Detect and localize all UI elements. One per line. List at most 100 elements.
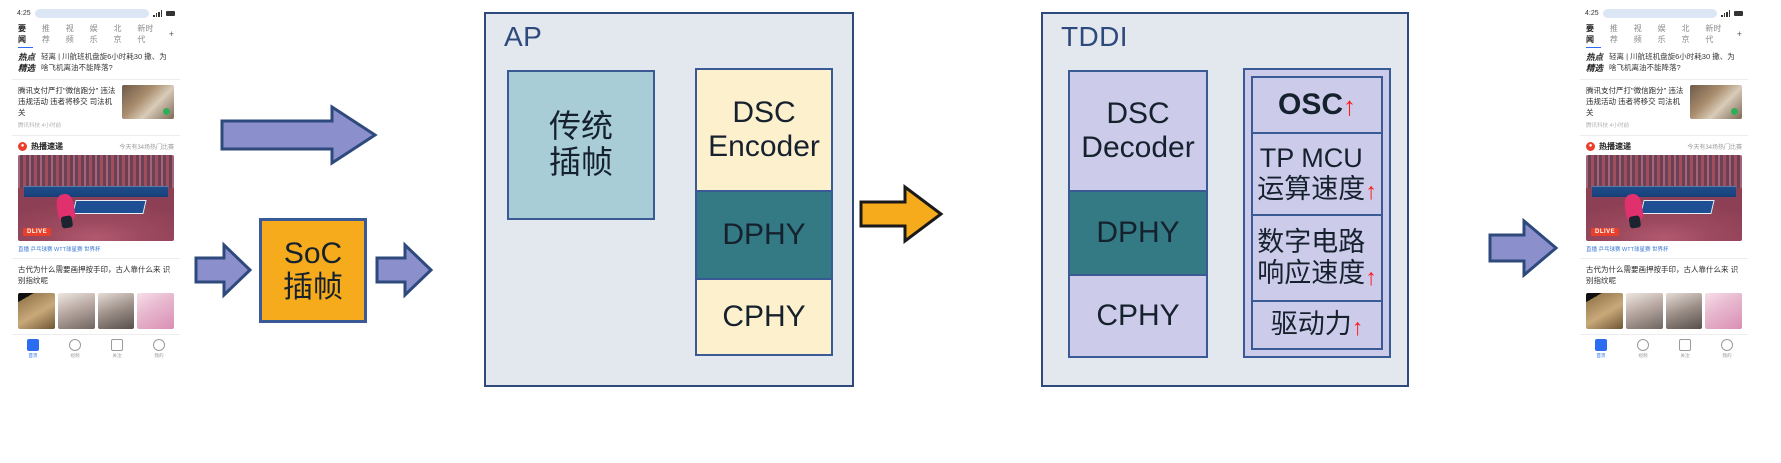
news-item-1-title-out: 腾讯支付严打"微信跑分" 违法违规活动 违者将移交 司法机关 [1586,85,1684,118]
tab-yaowen-out[interactable]: 要闻 [1586,23,1601,48]
thumb-3 [97,293,135,330]
video-table-layer-out [1640,199,1715,214]
add-tab-icon-out[interactable]: + [1736,29,1742,39]
soc-frame-interpolation-block[interactable]: SoC 插帧 [259,218,367,323]
nav-home-label-out: 首页 [1596,353,1606,358]
news-item-1-body-out: 腾讯支付严打"微信跑分" 违法违规活动 违者将移交 司法机关 腾讯科技 4小时前 [1586,85,1685,130]
nav-video-out[interactable]: 视频 [1637,339,1649,358]
news-item-1-meta-out: 腾讯科技 4小时前 [1586,122,1630,129]
tab-beijing-out[interactable]: 北京 [1681,24,1690,44]
tddi-dsc-decoder-block[interactable]: DSC Decoder [1070,72,1206,192]
nav-profile-label-out: 我的 [1722,353,1732,358]
ap-dphy-block[interactable]: DPHY [697,192,831,280]
tddi-phy-stack: DSC Decoder DPHY CPHY [1068,70,1208,358]
signal-icon-out [1721,10,1730,17]
hot-badge: 热点 精选 [18,52,36,74]
tab-yule-out[interactable]: 娱乐 [1657,24,1666,44]
tab-tuijian-out[interactable]: 推荐 [1609,24,1618,44]
feature-drive-capability[interactable]: 驱动力↑ [1251,300,1383,350]
phone-input-screenshot: 4:25 要闻 推荐 视频 娱乐 北京 新时代 + 热点 精选 轻离 | 川航班… [12,6,180,358]
news-item-1-body: 腾讯支付严打"微信跑分" 违法违规活动 违者将移交 司法机关 腾讯科技 4小时前 [18,85,117,130]
nav-follow-label-out: 关注 [1680,353,1690,358]
nav-home[interactable]: 首页 [27,339,39,358]
profile-icon-out [1721,339,1733,352]
nav-profile-out[interactable]: 我的 [1721,339,1733,358]
news-item-2-title-out: 古代为什么需要画押按手印，古人靠什么来 识别指纹呢 [1586,264,1739,286]
phone-bottom-nav[interactable]: 首页 视频 关注 我的 [12,334,180,358]
battery-icon-out [1734,10,1743,16]
tddi-cphy-block[interactable]: CPHY [1070,276,1206,356]
status-bar-out: 4:25 [1580,6,1748,20]
video-player-layer [55,193,77,222]
nav-follow-out[interactable]: 关注 [1679,339,1691,358]
live-section-count-out: 今天有34场热门比赛 [1687,144,1742,151]
news-item-1-meta: 腾讯科技 4小时前 [18,122,62,129]
live-video-thumbnail[interactable]: DLIVE [18,154,174,241]
live-section-count: 今天有34场热门比赛 [119,144,174,151]
nav-follow[interactable]: 关注 [111,339,123,358]
thumb-1-out [1586,293,1623,330]
tab-tuijian[interactable]: 推荐 [41,24,50,44]
live-section-header[interactable]: ● 热播速递 今天有34场热门比赛 [12,136,180,155]
home-icon [27,339,39,352]
hot-topic-text: 轻离 | 川航班机盘旋6小时耗30 撒、为啥飞机离油不能降落? [41,52,167,72]
thumb-2-out [1625,293,1663,330]
tab-shipin[interactable]: 视频 [65,24,74,44]
live-section-header-out[interactable]: ● 热播速递 今天有34场热门比赛 [1580,136,1748,155]
feature-tp-mcu[interactable]: TP MCU 运算速度↑ [1251,132,1383,214]
status-search-pill [34,8,149,18]
nav-follow-label: 关注 [112,353,122,358]
news-item-1-out[interactable]: 腾讯支付严打"微信跑分" 违法违规活动 违者将移交 司法机关 腾讯科技 4小时前 [1580,80,1748,136]
news-item-2-title: 古代为什么需要画押按手印，古人靠什么来 识别指纹呢 [18,264,171,286]
tab-yule[interactable]: 娱乐 [89,24,98,44]
ap-cphy-block[interactable]: CPHY [697,280,831,354]
nav-video[interactable]: 视频 [69,339,81,358]
follow-icon [111,339,123,352]
nav-home-label: 首页 [28,353,38,358]
nav-profile[interactable]: 我的 [153,339,165,358]
tab-shipin-out[interactable]: 视频 [1633,24,1642,44]
video-board-layer [24,185,168,198]
phone-bottom-nav-out[interactable]: 首页 视频 关注 我的 [1580,334,1748,358]
phone-output-screenshot: 4:25 要闻 推荐 视频 娱乐 北京 新时代 + 热点 精选 轻离 | 川航班… [1580,6,1748,358]
phone-tab-bar[interactable]: 要闻 推荐 视频 娱乐 北京 新时代 + [12,20,180,48]
tddi-dphy-block[interactable]: DPHY [1070,192,1206,276]
feature-osc[interactable]: OSC↑ [1251,76,1383,132]
tab-xinshidai[interactable]: 新时代 [137,24,154,44]
tab-yaowen[interactable]: 要闻 [18,23,33,48]
feature-digital-circuit[interactable]: 数字电路 响应速度↑ [1251,214,1383,300]
feature-digital-circuit-up-arrow: ↑ [1365,263,1377,290]
live-section-title-out: 热播速递 [1599,141,1631,151]
live-tag: 直播 乒乓球赛 WTT球星赛 世界杯 [18,246,101,253]
feature-tp-mcu-label: TP MCU 运算速度 [1257,142,1366,204]
thumb-4 [137,293,174,330]
feature-digital-circuit-label: 数字电路 响应速度 [1257,226,1366,288]
tab-xinshidai-out[interactable]: 新时代 [1705,24,1722,44]
hot-topic-row-out[interactable]: 热点 精选 轻离 | 川航班机盘旋6小时耗30 撒、为啥飞机离油不能降落? [1580,47,1748,80]
live-tag-out: 直播 乒乓球赛 WTT球星赛 世界杯 [1586,246,1669,253]
feature-tp-mcu-up-arrow: ↑ [1365,177,1377,204]
thumb-1 [18,293,55,330]
phone-tab-bar-out[interactable]: 要闻 推荐 视频 娱乐 北京 新时代 + [1580,20,1748,48]
news-item-2-out[interactable]: 古代为什么需要画押按手印，古人靠什么来 识别指纹呢 [1580,259,1748,290]
news-item-2-thumbnails-out [1580,289,1748,334]
nav-home-out[interactable]: 首页 [1595,339,1607,358]
video-board-layer-out [1592,185,1736,198]
news-item-1[interactable]: 腾讯支付严打"微信跑分" 违法违规活动 违者将移交 司法机关 腾讯科技 4小时前 [12,80,180,136]
tab-beijing[interactable]: 北京 [113,24,122,44]
nav-video-label-out: 视频 [1638,353,1648,358]
live-video-thumbnail-out[interactable]: DLIVE [1586,154,1742,241]
arrow-phone-to-soc [194,241,253,299]
thumb-3-out [1665,293,1703,330]
video-crowd-layer-out [1586,154,1742,188]
legacy-frame-interpolation-block[interactable]: 传统 插帧 [507,70,655,220]
hot-topic-row[interactable]: 热点 精选 轻离 | 川航班机盘旋6小时耗30 撒、为啥飞机离油不能降落? [12,47,180,80]
ap-container: AP 传统 插帧 DSC Encoder DPHY CPHY [484,12,854,387]
hot-topic-text-out: 轻离 | 川航班机盘旋6小时耗30 撒、为啥飞机离油不能降落? [1609,52,1735,72]
status-time-out: 4:25 [1585,9,1599,17]
tddi-feature-list: OSC↑ TP MCU 运算速度↑ 数字电路 响应速度↑ 驱动力↑ [1243,68,1391,358]
ap-dsc-encoder-block[interactable]: DSC Encoder [697,70,831,192]
home-icon-out [1595,339,1607,352]
add-tab-icon[interactable]: + [168,29,174,39]
news-item-2[interactable]: 古代为什么需要画押按手印，古人靠什么来 识别指纹呢 [12,259,180,290]
